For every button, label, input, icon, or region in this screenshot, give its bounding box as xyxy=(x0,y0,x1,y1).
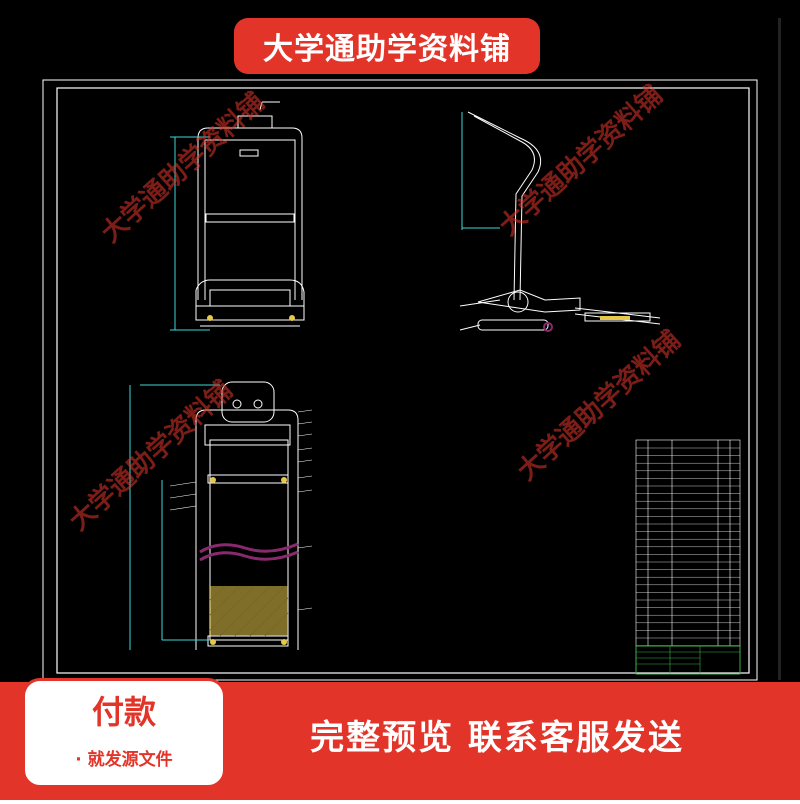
side-view xyxy=(459,111,661,331)
payment-title: 付款 xyxy=(91,693,156,731)
front-view-top xyxy=(170,101,305,331)
shop-banner-title: 大学通助学资料铺 xyxy=(263,32,511,67)
payment-card[interactable]: 付款 · 就发源文件 xyxy=(22,678,226,788)
shop-banner: 大学通助学资料铺 xyxy=(234,18,540,74)
payment-subtitle: · 就发源文件 xyxy=(75,750,173,770)
footer-text: 完整预览 联系客服发送 xyxy=(310,718,684,758)
top-view xyxy=(129,381,299,650)
